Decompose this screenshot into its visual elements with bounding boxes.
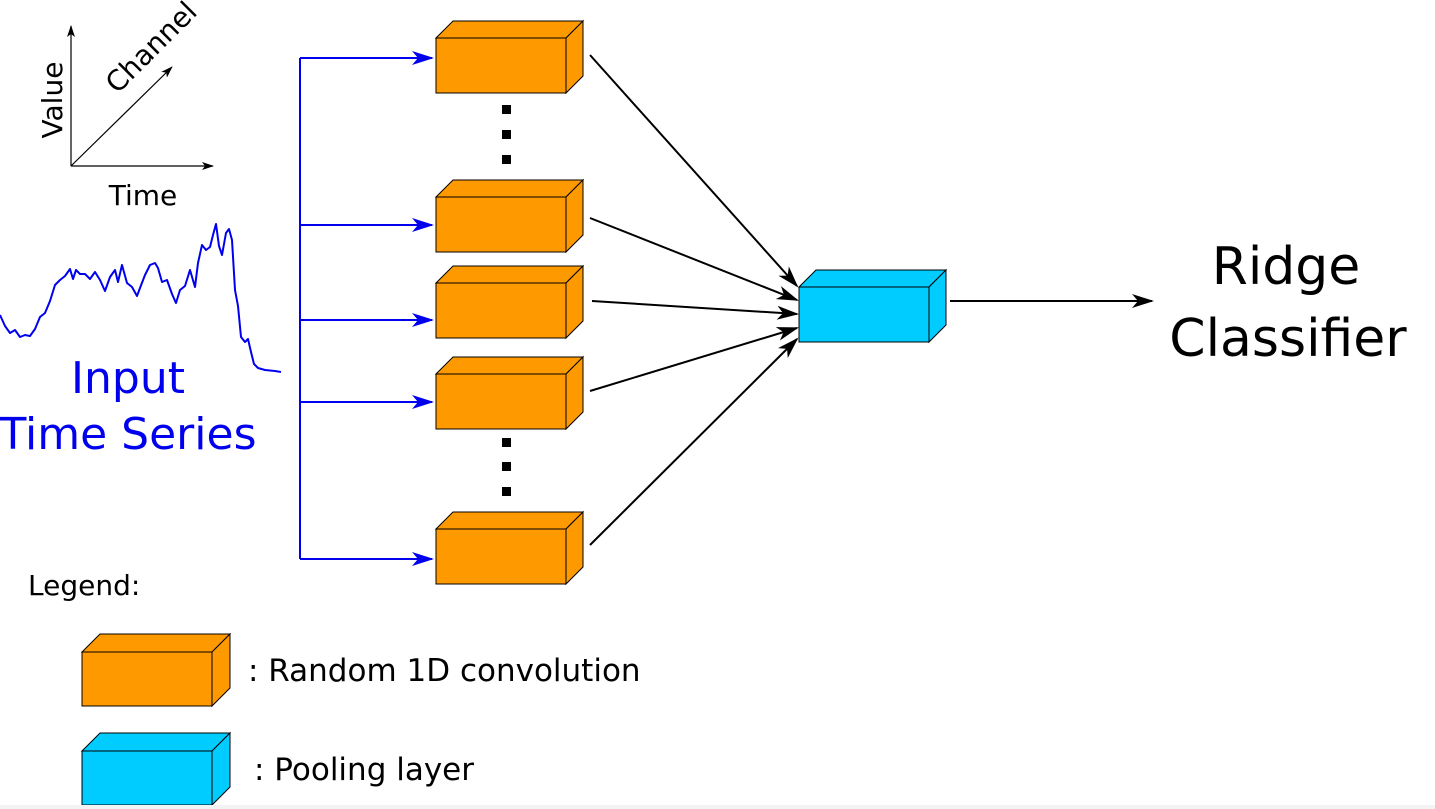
pooling-block <box>797 268 948 344</box>
conv-pool-arrow <box>589 327 799 392</box>
input-time-series-signal <box>0 223 282 373</box>
output-label-line2: Classifier <box>1169 309 1407 369</box>
convolution-block <box>434 178 585 254</box>
input-label-line2: Time Series <box>0 409 256 460</box>
input-label-line1: Input <box>71 353 185 404</box>
legend-pooling-label: : Pooling layer <box>254 752 474 788</box>
channel-axis-label: Channel <box>99 0 204 100</box>
ellipsis-dots <box>502 105 511 164</box>
convolution-block <box>434 510 585 586</box>
legend-convolution-label: : Random 1D convolution <box>248 653 641 689</box>
legend-title: Legend: <box>28 569 140 602</box>
value-axis-label: Value <box>36 62 69 139</box>
input-distribution-lines <box>299 51 434 566</box>
time-axis-label: Time <box>108 179 178 212</box>
conv-pool-arrow <box>591 300 799 320</box>
conv-pool-arrow <box>589 337 799 546</box>
axes-glyph: Value Channel Time <box>36 0 214 212</box>
convolution-block <box>434 264 585 340</box>
conv-pool-arrow <box>589 217 799 301</box>
legend-pooling-swatch <box>80 731 232 807</box>
channel-axis <box>70 66 173 167</box>
bottom-edge-strip <box>0 805 1435 809</box>
conv-pool-arrow <box>589 54 799 288</box>
convolution-block <box>434 19 585 95</box>
ellipsis-dots <box>502 438 511 496</box>
convolution-block <box>434 355 585 431</box>
legend-convolution-swatch <box>80 632 232 708</box>
output-label-line1: Ridge <box>1212 237 1361 297</box>
convolution-to-pooling-arrows <box>589 54 799 546</box>
